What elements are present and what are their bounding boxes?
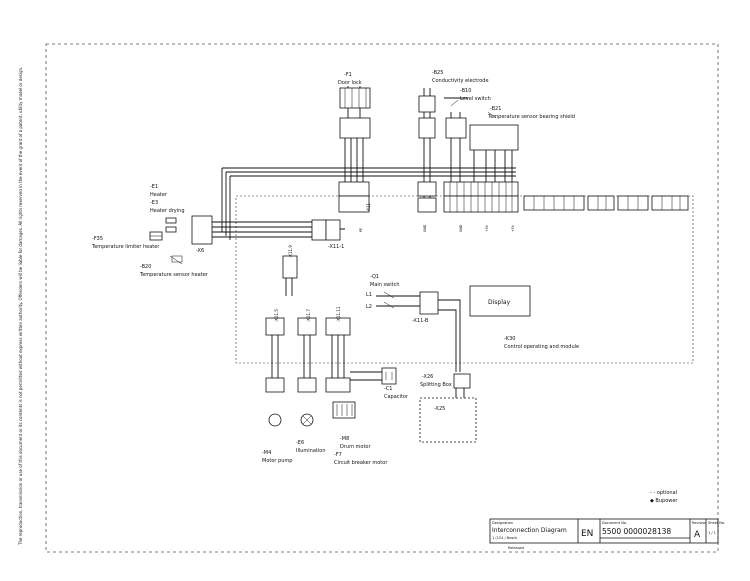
- b20-name: Temperature sensor heater: [139, 272, 209, 278]
- b20-ref: -B20: [140, 264, 151, 270]
- x11-5-label: -X11.5: [274, 309, 279, 322]
- component-boxes: [149, 87, 689, 443]
- f35-ref: -F35: [92, 236, 103, 242]
- wire-5v-2: +5V: [511, 224, 515, 232]
- wire-5v-1: +5V: [485, 224, 489, 232]
- tb-reference: Released: [508, 546, 524, 550]
- b10-name: Level switch: [460, 96, 491, 102]
- x11-1-label: -X11-1: [328, 244, 344, 250]
- f1-ref: -F1: [344, 72, 352, 78]
- x25-ref: -X25: [434, 406, 445, 412]
- m4-name: Motor pump: [262, 458, 292, 464]
- tb-lang: EN: [581, 529, 593, 539]
- tb-docno: 5500 0000028138: [602, 527, 671, 536]
- switch-l1: L1: [366, 292, 372, 298]
- k30-ref: -K30: [504, 336, 515, 342]
- x11-11-label: -X11.11: [336, 306, 341, 322]
- side-note: The reproduction, transmission or use of…: [18, 67, 23, 546]
- switch-l2: L2: [366, 304, 372, 310]
- tb-revision-label: Revision: [692, 521, 707, 525]
- k30-name: Control operating and module: [504, 344, 579, 350]
- tb-designation-label: Designation: [492, 521, 513, 525]
- labels: -F1 Door lock -B25 Conductivity electrod…: [91, 70, 579, 466]
- b25-ref: -B25: [432, 70, 443, 76]
- b21-ref: -B21: [490, 106, 501, 112]
- f1-name: Door lock: [338, 80, 362, 86]
- f7-name: Circuit breaker motor: [334, 460, 388, 466]
- tb-sheet: 1 / 1: [708, 531, 716, 535]
- f7-ref: -F7: [334, 452, 342, 458]
- b21-name: Temperature sensor bearing shield: [487, 114, 575, 120]
- legend-optional: - - optional: [650, 490, 677, 496]
- b10-ref: -B10: [460, 88, 471, 94]
- e3-name: Heater drying: [150, 208, 185, 214]
- m8-ref: -M8: [340, 436, 349, 442]
- x6-label: -X6: [196, 248, 204, 254]
- wire-gnd-1: GND: [423, 224, 427, 232]
- x11-7-label: -X11.7: [306, 309, 311, 322]
- c1-ref: -C1: [384, 386, 392, 392]
- e1-name: Heater: [150, 192, 168, 198]
- tb-revision: A: [694, 530, 701, 540]
- display-label: Display: [488, 299, 511, 306]
- tb-subtitle: 1 (124 / Bosch: [492, 536, 517, 540]
- m8-name: Drum motor: [340, 444, 371, 450]
- drawing-frame: [45, 43, 719, 553]
- e3-ref: -E3: [150, 200, 158, 206]
- tb-docno-label: Document No.: [602, 521, 627, 525]
- k30-boundary: [235, 195, 694, 364]
- tb-title: Interconnection Diagram: [492, 527, 567, 534]
- title-block: Designation Interconnection Diagram 1 (1…: [489, 518, 725, 550]
- b25-name: Conductivity electrode: [432, 78, 489, 84]
- m4-ref: -M4: [262, 450, 271, 456]
- q1-name: Main switch: [370, 282, 400, 288]
- svg-text:The reproduction, transmission: The reproduction, transmission or use of…: [18, 67, 23, 546]
- legend-bupower: ◆ Bupower: [650, 498, 678, 504]
- x11-b-label: -X11-B: [412, 318, 429, 324]
- wire-pe: PE: [359, 228, 363, 232]
- x11-label: -X11: [366, 202, 371, 212]
- tb-sheet-label: Sheet No.: [708, 521, 725, 525]
- f35-name: Temperature limiter heater: [91, 244, 160, 250]
- x26-name: Splitting Box: [420, 382, 452, 388]
- connector-pins: [150, 88, 681, 425]
- wire-gnd-2: GND: [459, 224, 463, 232]
- e6-name: Illumination: [296, 448, 326, 454]
- x26-ref: -X26: [422, 374, 433, 380]
- e6-ref: -E6: [296, 440, 304, 446]
- e1-ref: -E1: [150, 184, 158, 190]
- x11-9-label: -X11.9: [288, 245, 293, 258]
- q1-ref: -Q1: [370, 274, 379, 280]
- c1-name: Capacitor: [384, 394, 409, 400]
- legend: - - optional ◆ Bupower: [650, 490, 678, 504]
